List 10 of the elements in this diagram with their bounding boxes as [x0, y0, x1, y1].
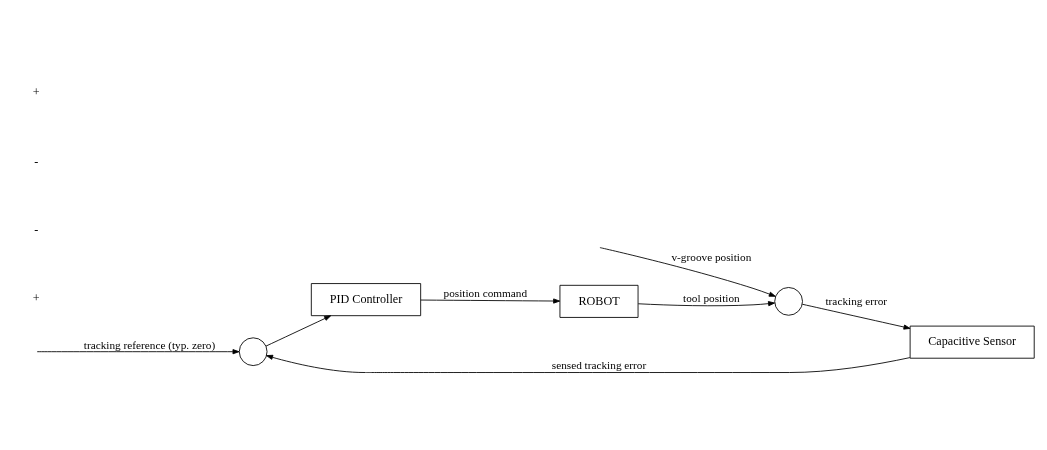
label: - — [34, 222, 39, 237]
label: + — [32, 290, 40, 305]
edge-label: tracking reference (typ. zero) — [83, 338, 216, 351]
label: + — [32, 85, 40, 100]
edge-label: v-groove position — [671, 250, 752, 263]
edge-label: position command — [443, 286, 528, 299]
edge-label: tracking error — [825, 295, 888, 308]
edge-label: tool position — [683, 291, 740, 304]
edge-label: sensed tracking error — [551, 359, 647, 372]
label: - — [34, 153, 39, 168]
